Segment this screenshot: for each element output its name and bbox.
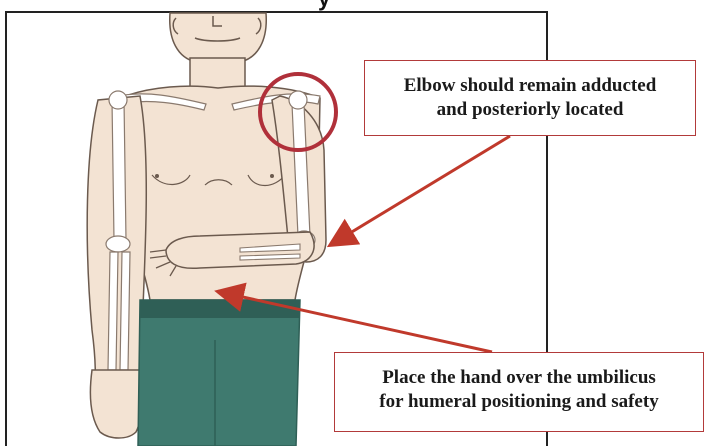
hand-callout: Place the hand over the umbilicus for hu… [334, 352, 704, 432]
elbow-callout: Elbow should remain adducted and posteri… [364, 60, 696, 136]
hand-callout-line-2: for humeral positioning and safety [335, 390, 703, 414]
elbow-callout-line-2: and posteriorly located [365, 98, 695, 122]
pants [138, 300, 300, 446]
cropped-title-fragment: y [318, 0, 330, 12]
elbow-callout-line-1: Elbow should remain adducted [365, 74, 695, 98]
hand-callout-line-1: Place the hand over the umbilicus [335, 366, 703, 390]
left-arm [87, 96, 146, 438]
